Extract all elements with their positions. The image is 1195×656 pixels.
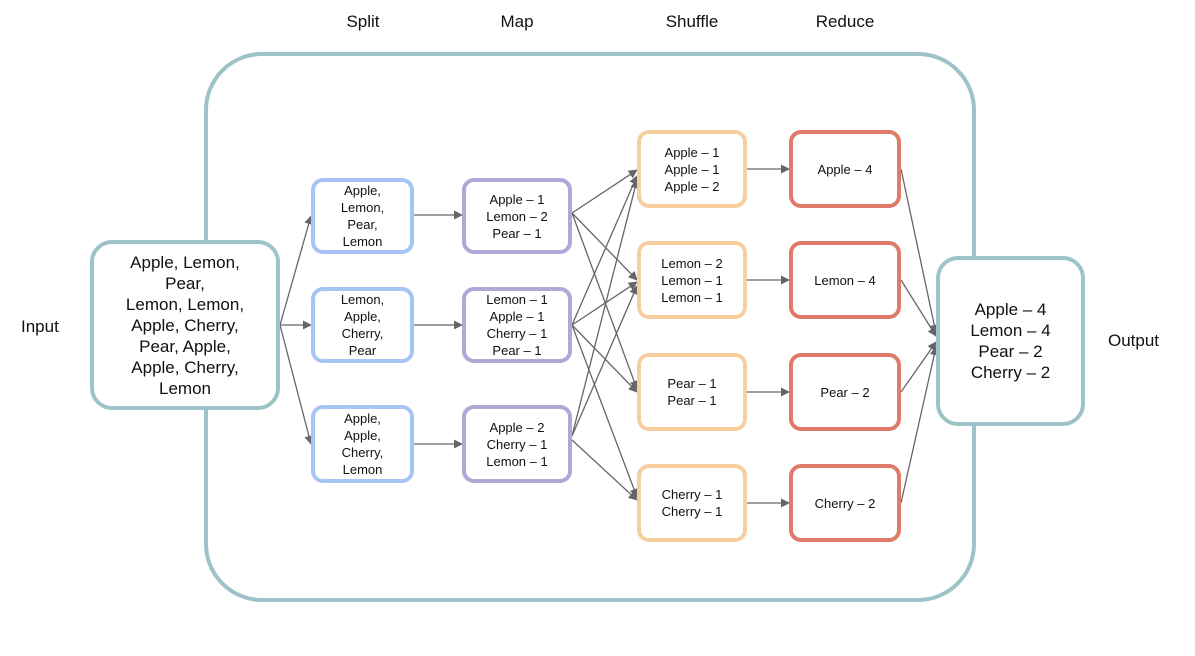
input-to-split-1-arrow [279,215,314,326]
map-line: Pear – 1 [492,343,542,358]
split-box-1: Apple, Lemon, Pear, Lemon [311,178,414,254]
input-line: Apple, Cherry, [131,357,239,377]
map2-to-pear-arrow [571,324,638,393]
map-line: Apple – 2 [489,419,545,435]
map-box-2: Lemon – 1 Apple – 1 Cherry – 1 Pear – 1 [462,287,572,363]
map-box-1: Apple – 1 Lemon – 2 Pear – 1 [462,178,572,254]
split-line: Apple, [344,411,381,426]
map-line: Apple – 1 [489,191,545,207]
reduce-line: Pear – 2 [820,384,870,400]
shuffle-line: Pear – 1 [667,393,717,408]
stage-label-reduce: Reduce [815,12,875,31]
shuffle-line: Cherry – 1 [661,504,723,519]
map-line: Cherry – 1 [486,436,548,452]
split-line: Lemon [342,234,383,249]
shuffle-line: Lemon – 2 [661,255,723,271]
shuffle-box-lemon: Lemon – 2 Lemon – 1 Lemon – 1 [637,241,747,319]
shuffle-line: Pear – 1 [667,376,717,391]
input-line: Apple, Lemon, [130,252,240,272]
shuffle-line: Apple – 2 [664,178,720,194]
map3-to-cherry-arrow [571,439,638,501]
split-line: Apple, [344,309,381,324]
output-label: Output [1108,331,1160,350]
reduce-line: Apple – 4 [817,161,873,177]
shuffle-box-pear: Pear – 1 Pear – 1 [637,353,747,431]
reduce-line: Lemon – 4 [814,272,876,288]
map2-to-lemon-arrow [571,281,638,326]
reduce-box-apple: Apple – 4 [789,130,901,208]
split-box-2: Lemon, Apple, Cherry, Pear [311,287,414,363]
shuffle-line: Lemon – 1 [661,289,723,305]
map-box-3: Apple – 2 Cherry – 1 Lemon – 1 [462,405,572,483]
stage-label-map: Map [500,12,534,31]
shuffle-box-apple: Apple – 1 Apple – 1 Apple – 2 [637,130,747,208]
split-box-3: Apple, Apple, Cherry, Lemon [311,405,414,483]
reduce-cherry-to-output-arrow [900,346,939,504]
reduce-apple-to-output-arrow [900,168,939,334]
reduce-pear-to-output-arrow [900,341,937,393]
input-line: Pear, [165,273,205,293]
shuffle-line: Apple – 1 [664,144,720,160]
split-line: Pear [348,343,377,358]
map-line: Cherry – 1 [486,326,548,341]
reduce-box-cherry: Cherry – 2 [789,464,901,542]
output-line: Apple – 4 [974,300,1047,319]
map-line: Lemon – 2 [486,208,548,224]
input-line: Lemon [159,378,211,398]
map-line: Apple – 1 [489,309,545,324]
map3-to-apple-arrow [571,179,640,437]
input-to-split-3-arrow [279,324,314,445]
reduce-box-lemon: Lemon – 4 [789,241,901,319]
split-line: Apple, [344,183,381,198]
shuffle-box-cherry: Cherry – 1 Cherry – 1 [637,464,747,542]
reduce-lemon-to-output-arrow [900,279,937,337]
map1-to-pear-arrow [571,212,639,390]
stage-label-split: Split [346,12,380,31]
split-line: Cherry, [341,445,384,460]
map-line: Pear – 1 [492,225,542,241]
output-line: Pear – 2 [978,342,1043,361]
reduce-line: Cherry – 2 [814,495,876,511]
split-line: Lemon [342,462,383,477]
map2-to-cherry-arrow [571,324,639,498]
split-line: Pear, [347,217,378,232]
input-line: Pear, Apple, [139,336,231,356]
output-line: Cherry – 2 [970,363,1051,382]
input-label: Input [21,317,59,336]
split-line: Lemon, [340,200,385,215]
shuffle-line: Apple – 1 [664,161,720,177]
map3-to-lemon-arrow [571,285,638,437]
output-line: Lemon – 4 [970,321,1051,340]
map2-to-apple-arrow [571,175,638,326]
split-line: Lemon, [340,292,385,307]
split-line: Apple, [344,428,381,443]
reduce-box-pear: Pear – 2 [789,353,901,431]
input-box: Apple, Lemon, Pear, Lemon, Lemon, Apple,… [90,240,280,410]
map1-to-lemon-arrow [571,212,638,281]
split-line: Cherry, [341,326,384,341]
map-line: Lemon – 1 [486,453,548,469]
map1-to-apple-arrow [571,169,638,214]
stage-label-shuffle: Shuffle [665,12,719,31]
shuffle-line: Cherry – 1 [661,487,723,502]
input-line: Lemon, Lemon, [125,294,245,314]
input-line: Apple, Cherry, [131,315,239,335]
map-line: Lemon – 1 [486,292,548,307]
shuffle-line: Lemon – 1 [661,272,723,288]
output-box: Apple – 4 Lemon – 4 Pear – 2 Cherry – 2 [936,256,1085,426]
